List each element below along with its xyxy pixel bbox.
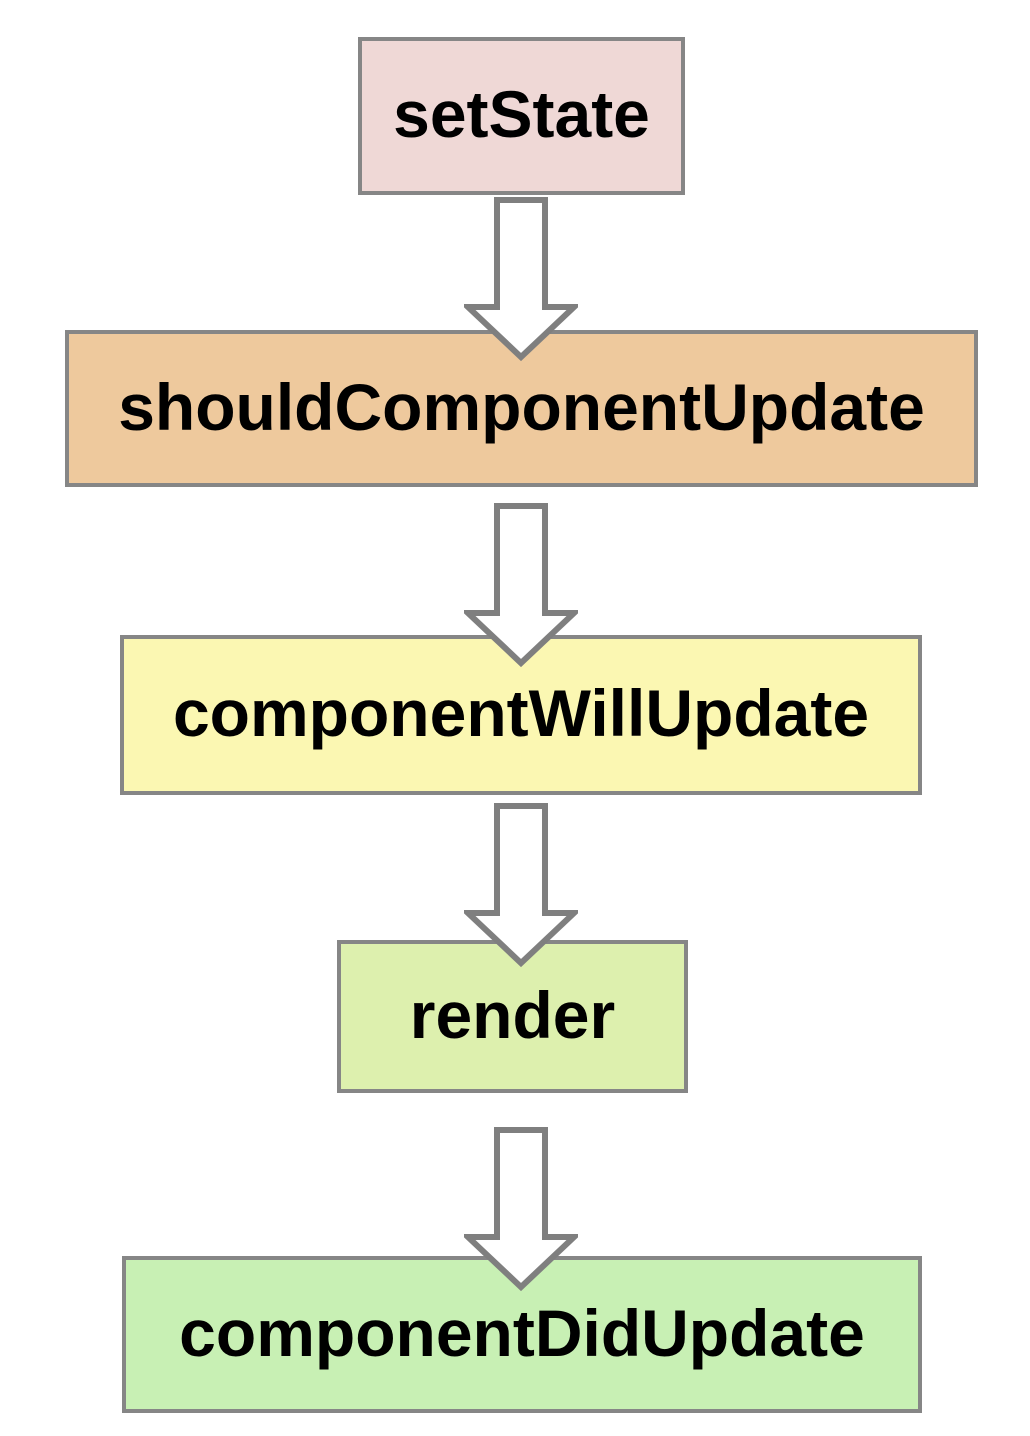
- node-label: shouldComponentUpdate: [118, 369, 925, 444]
- node-label: componentWillUpdate: [172, 676, 870, 750]
- node-setstate: setState: [358, 37, 685, 195]
- down-arrow-icon: [464, 1127, 578, 1293]
- node-render: render: [337, 940, 688, 1093]
- node-label: componentDidUpdate: [179, 1295, 865, 1370]
- node-label: render: [409, 977, 616, 1052]
- down-arrow-icon: [464, 503, 578, 669]
- down-arrow-icon: [464, 803, 578, 969]
- node-label: setState: [393, 77, 650, 151]
- down-arrow-icon: [464, 197, 578, 363]
